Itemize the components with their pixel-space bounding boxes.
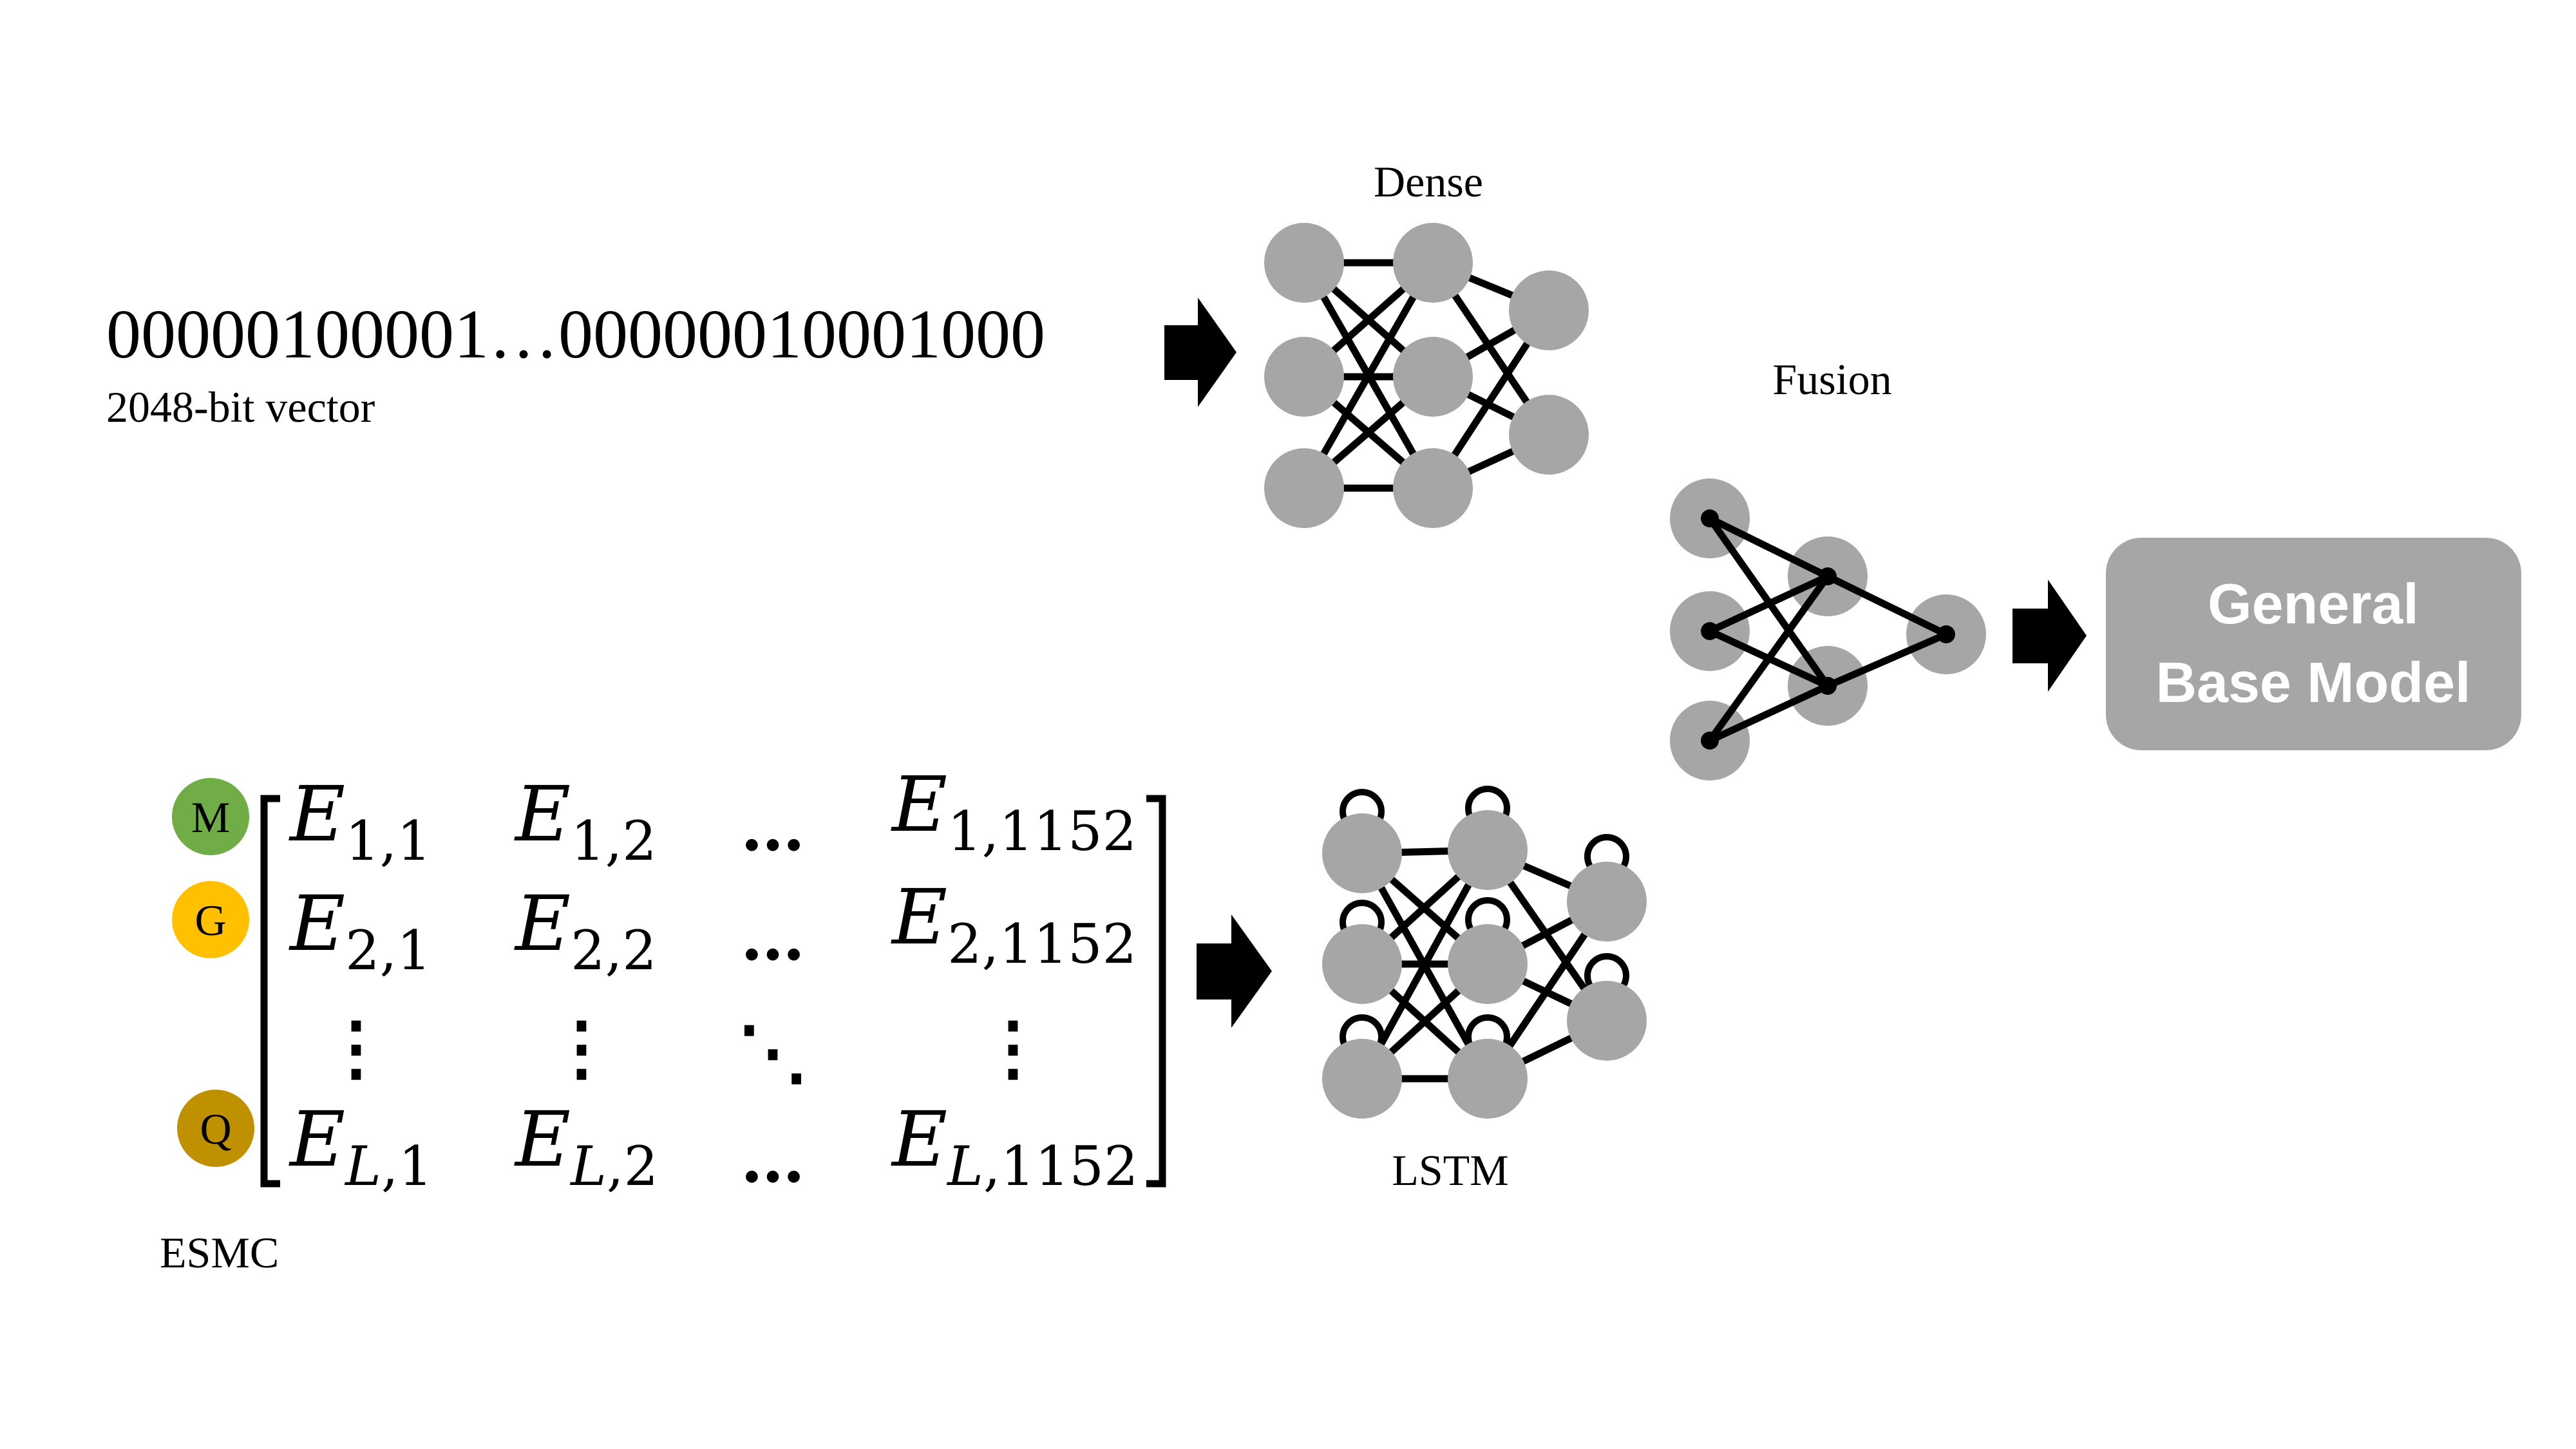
residue-letter: M: [191, 793, 230, 842]
dense-nodes: [1264, 223, 1589, 528]
dense-node: [1264, 448, 1344, 528]
residue-badge-q: Q: [177, 1090, 254, 1167]
esmc-label: ESMC: [160, 1228, 279, 1277]
arrow-to-lstm: [1197, 914, 1272, 1028]
residue-badge-g: G: [172, 881, 249, 958]
fusion-joints: [1701, 509, 1955, 750]
matrix-cell-1-1152: E1,1152: [891, 760, 1137, 863]
residue-circle: [172, 778, 249, 855]
lstm-node: [1448, 810, 1528, 890]
dense-node: [1393, 448, 1473, 528]
matrix-cell-L-2: EL,2: [514, 1095, 658, 1198]
matrix-cell-2-2: E2,2: [514, 879, 657, 982]
fingerprint-bits: 00000100001…00000010001000: [106, 296, 1045, 373]
lstm-node: [1322, 924, 1402, 1004]
residue-circle: [177, 1090, 254, 1167]
fusion-label: Fusion: [1772, 355, 1891, 404]
matrix-cell-L-1: EL,1: [289, 1095, 433, 1198]
dense-node: [1509, 270, 1589, 350]
matrix-left-bracket: [260, 795, 280, 1188]
dense-node: [1509, 395, 1589, 475]
dense-label: Dense: [1374, 157, 1483, 206]
residue-circle: [172, 881, 249, 958]
output-box: [2106, 538, 2521, 750]
dense-node: [1264, 337, 1344, 417]
arrow-to-output: [2012, 580, 2087, 692]
matrix-vdots-col2: ⋮: [546, 1006, 617, 1089]
matrix-vdots-col4: ⋮: [978, 1006, 1048, 1089]
arrow-to-dense: [1164, 298, 1236, 407]
output-line2: Base Model: [2155, 650, 2470, 714]
matrix-right-bracket: [1146, 795, 1166, 1188]
lstm-label: LSTM: [1392, 1146, 1508, 1195]
lstm-node: [1567, 981, 1647, 1061]
lstm-node: [1448, 1039, 1528, 1119]
lstm-nodes: [1322, 810, 1647, 1119]
fingerprint-caption: 2048-bit vector: [106, 383, 375, 431]
matrix-cell-1-dots: …: [741, 790, 805, 866]
dense-node: [1393, 223, 1473, 303]
residue-letter: Q: [200, 1104, 231, 1153]
matrix-cell-1-2: E1,2: [514, 770, 657, 873]
output-line1: General: [2208, 572, 2419, 636]
matrix-cell-L-1152: EL,1152: [891, 1095, 1138, 1198]
matrix-vdots-col1: ⋮: [321, 1006, 392, 1089]
matrix-ddots: ⋱: [737, 1010, 808, 1094]
matrix-cell-2-1: E2,1: [289, 879, 431, 982]
fusion-network: [1707, 515, 1948, 744]
lstm-node: [1567, 862, 1647, 942]
lstm-node: [1322, 813, 1402, 893]
residue-letter: G: [194, 896, 226, 945]
dense-node: [1264, 223, 1344, 303]
matrix-cell-2-dots: …: [741, 899, 805, 975]
matrix-cell-2-1152: E2,1152: [891, 873, 1137, 976]
residue-badge-m: M: [172, 778, 249, 855]
matrix-cell-1-1: E1,1: [289, 770, 431, 873]
dense-node: [1393, 337, 1473, 417]
lstm-node: [1448, 924, 1528, 1004]
lstm-node: [1322, 1039, 1402, 1119]
matrix-cell-L-dots: …: [741, 1121, 805, 1197]
